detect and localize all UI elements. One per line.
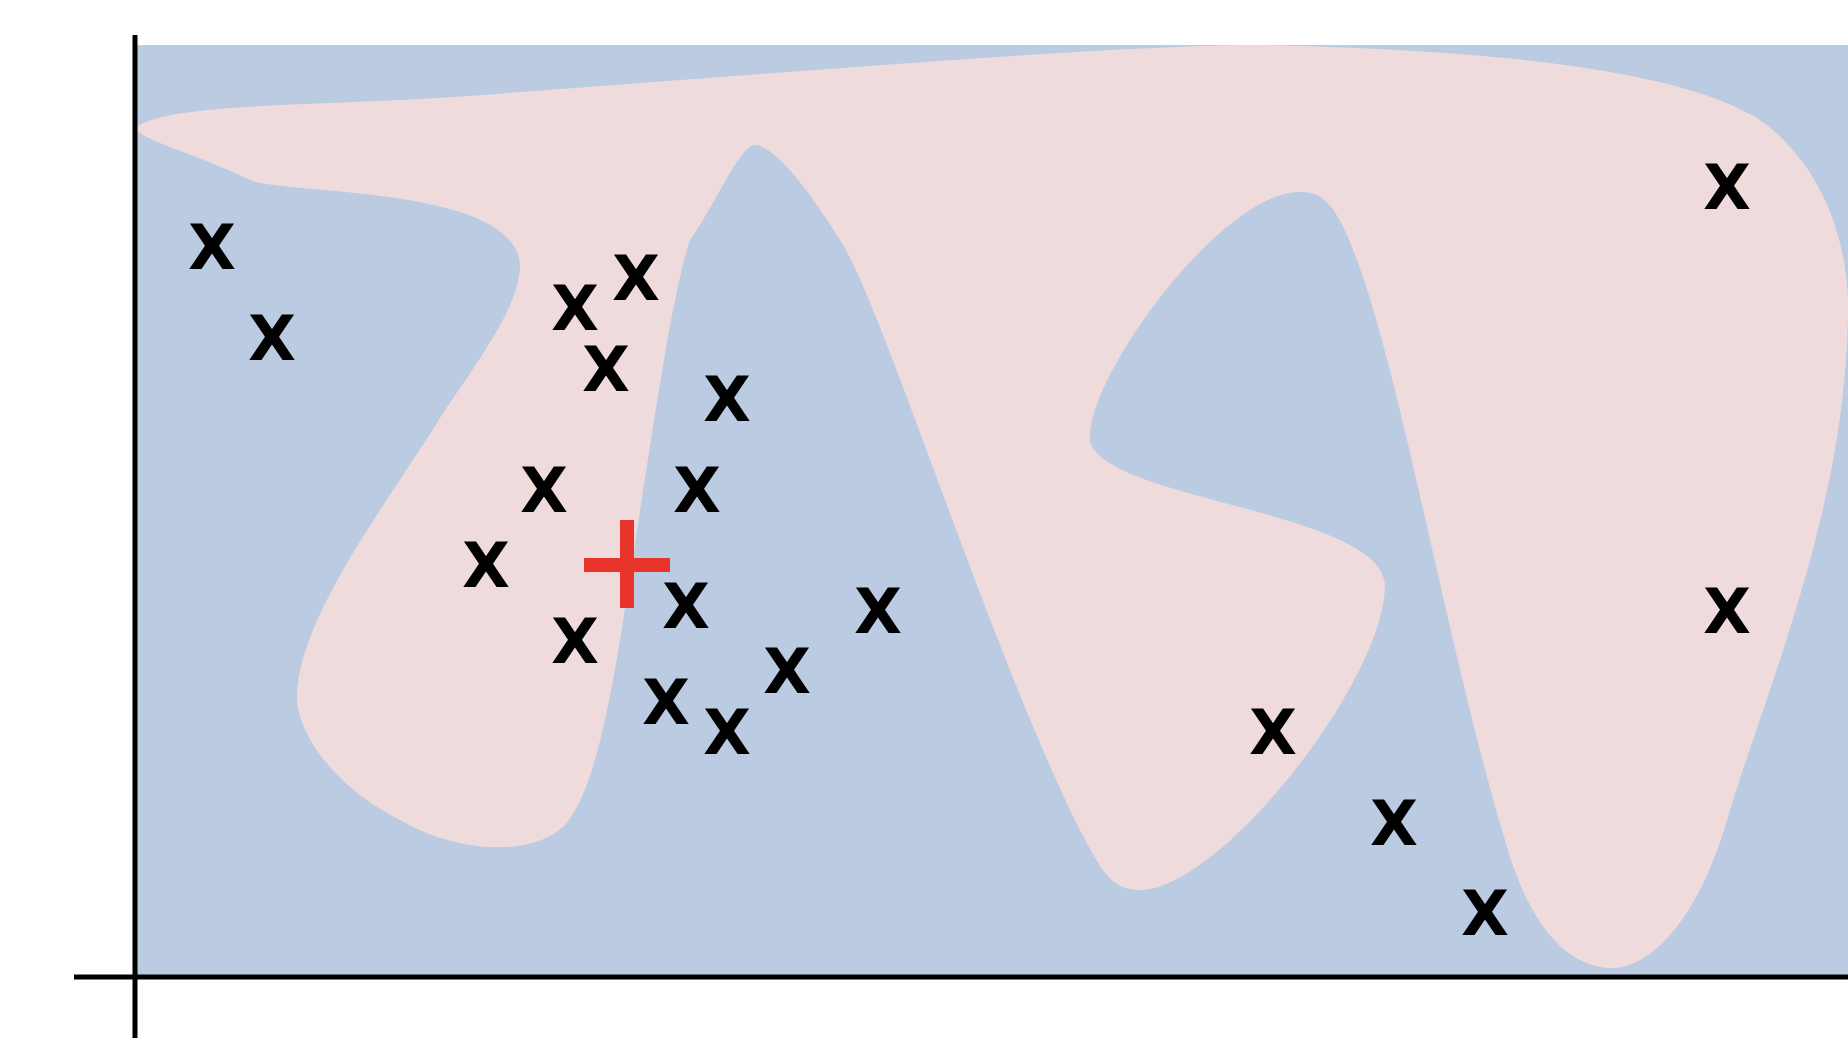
x-marker-x7: X — [520, 454, 568, 527]
x-marker-x20: X — [1703, 575, 1751, 648]
x-marker-x2: X — [248, 302, 296, 375]
x-marker-x13: X — [703, 696, 751, 769]
inner-region — [135, 45, 1848, 968]
x-marker-x10: X — [551, 605, 599, 678]
x-marker-x19: X — [1703, 151, 1751, 224]
plus-marker — [584, 520, 670, 608]
x-marker-x9: X — [462, 529, 510, 602]
x-marker-x14: X — [763, 635, 811, 708]
x-marker-x11: X — [662, 570, 710, 643]
x-marker-x6: X — [703, 363, 751, 436]
plus-marker-horizontal — [584, 558, 670, 572]
x-marker-x1: X — [188, 211, 236, 284]
x-marker-x5: X — [582, 333, 630, 406]
x-marker-x16: X — [1249, 696, 1297, 769]
x-marker-x4: X — [612, 242, 660, 315]
x-marker-x15: X — [854, 575, 902, 648]
x-marker-x12: X — [642, 666, 690, 739]
x-marker-x17: X — [1370, 787, 1418, 860]
x-marker-x8: X — [673, 454, 721, 527]
x-marker-x18: X — [1461, 877, 1509, 950]
x-marker-x3: X — [551, 272, 599, 345]
